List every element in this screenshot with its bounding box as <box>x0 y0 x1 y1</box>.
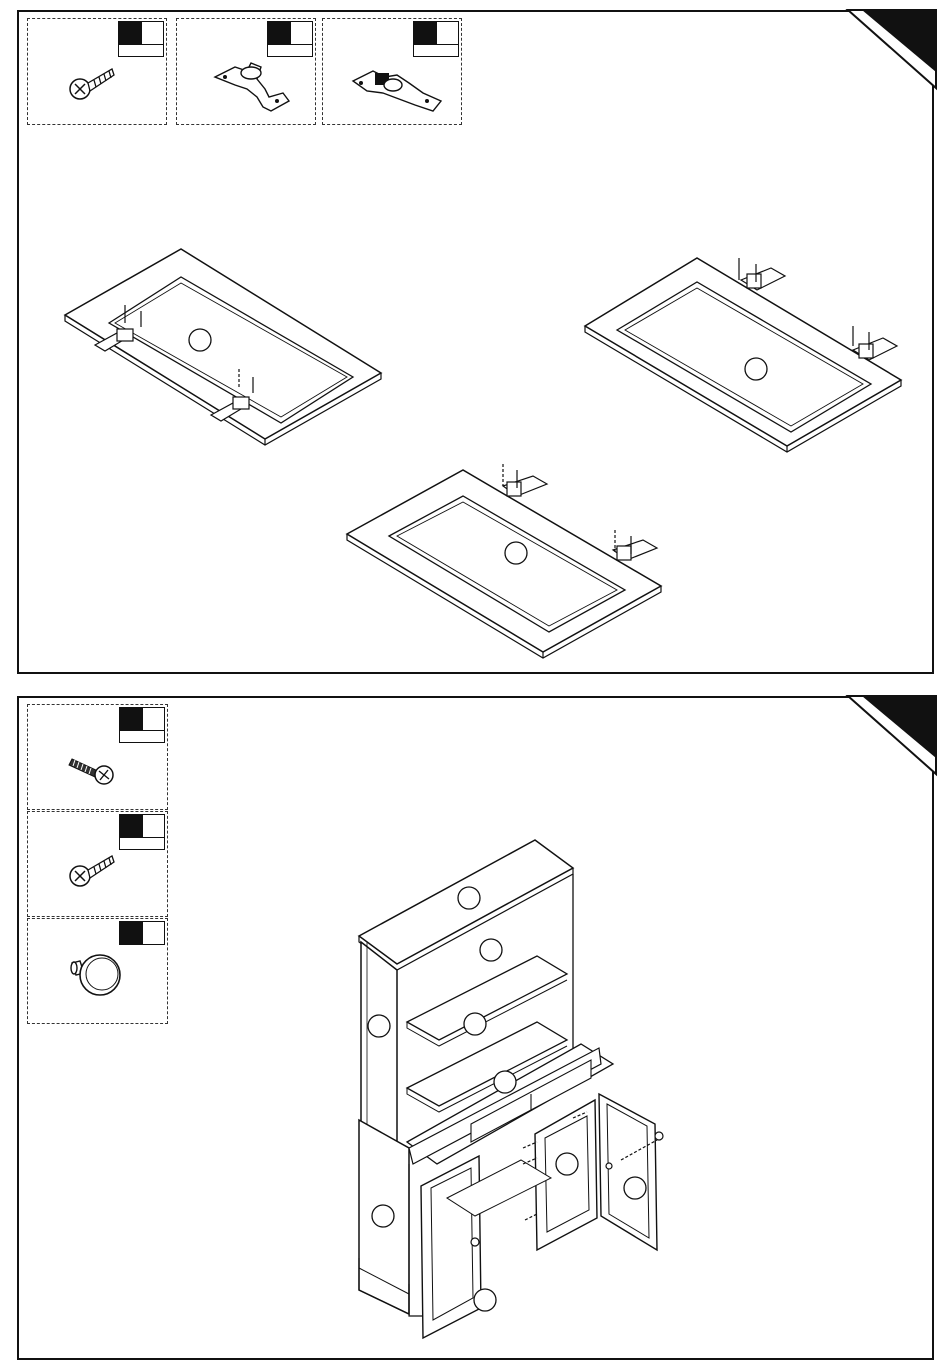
callout-circle <box>505 542 527 564</box>
door-panel-right <box>581 246 911 456</box>
callout-circle <box>189 329 211 351</box>
callout-circle <box>480 939 502 961</box>
part-box-wood-screw <box>27 811 168 917</box>
quantity-box <box>119 814 165 850</box>
step-panel-door-hinges <box>17 10 934 674</box>
hinge-plate-icon <box>347 53 447 123</box>
wood-screw-icon <box>66 850 126 900</box>
door-panel-left <box>61 245 391 445</box>
door-panel-center <box>345 456 675 666</box>
callout-circle <box>556 1153 578 1175</box>
callout-circle <box>494 1071 516 1093</box>
callout-circle <box>372 1205 394 1227</box>
step-corner-marker <box>848 10 938 90</box>
callout-circle <box>464 1013 486 1035</box>
callout-circle <box>624 1177 646 1199</box>
step-corner-marker <box>848 696 938 776</box>
callout-circle <box>368 1015 390 1037</box>
part-box-screw <box>27 18 167 125</box>
quantity-box <box>119 921 165 945</box>
part-box-knob <box>27 918 168 1024</box>
part-box-hinge <box>176 18 316 125</box>
hutch-cabinet-assembly <box>351 838 671 1338</box>
part-box-hinge-plate <box>322 18 462 125</box>
part-box-machine-screw <box>27 704 168 810</box>
callout-circle <box>745 358 767 380</box>
hinge-icon <box>205 49 305 119</box>
callout-circle <box>474 1289 496 1311</box>
callout-circle <box>458 887 480 909</box>
quantity-box <box>413 21 459 57</box>
step-panel-final-assembly <box>17 696 934 1360</box>
wood-screw-icon <box>66 63 126 113</box>
machine-screw-icon <box>68 747 128 797</box>
quantity-box <box>119 707 165 743</box>
quantity-box <box>118 21 164 57</box>
knob-icon <box>66 949 136 1009</box>
